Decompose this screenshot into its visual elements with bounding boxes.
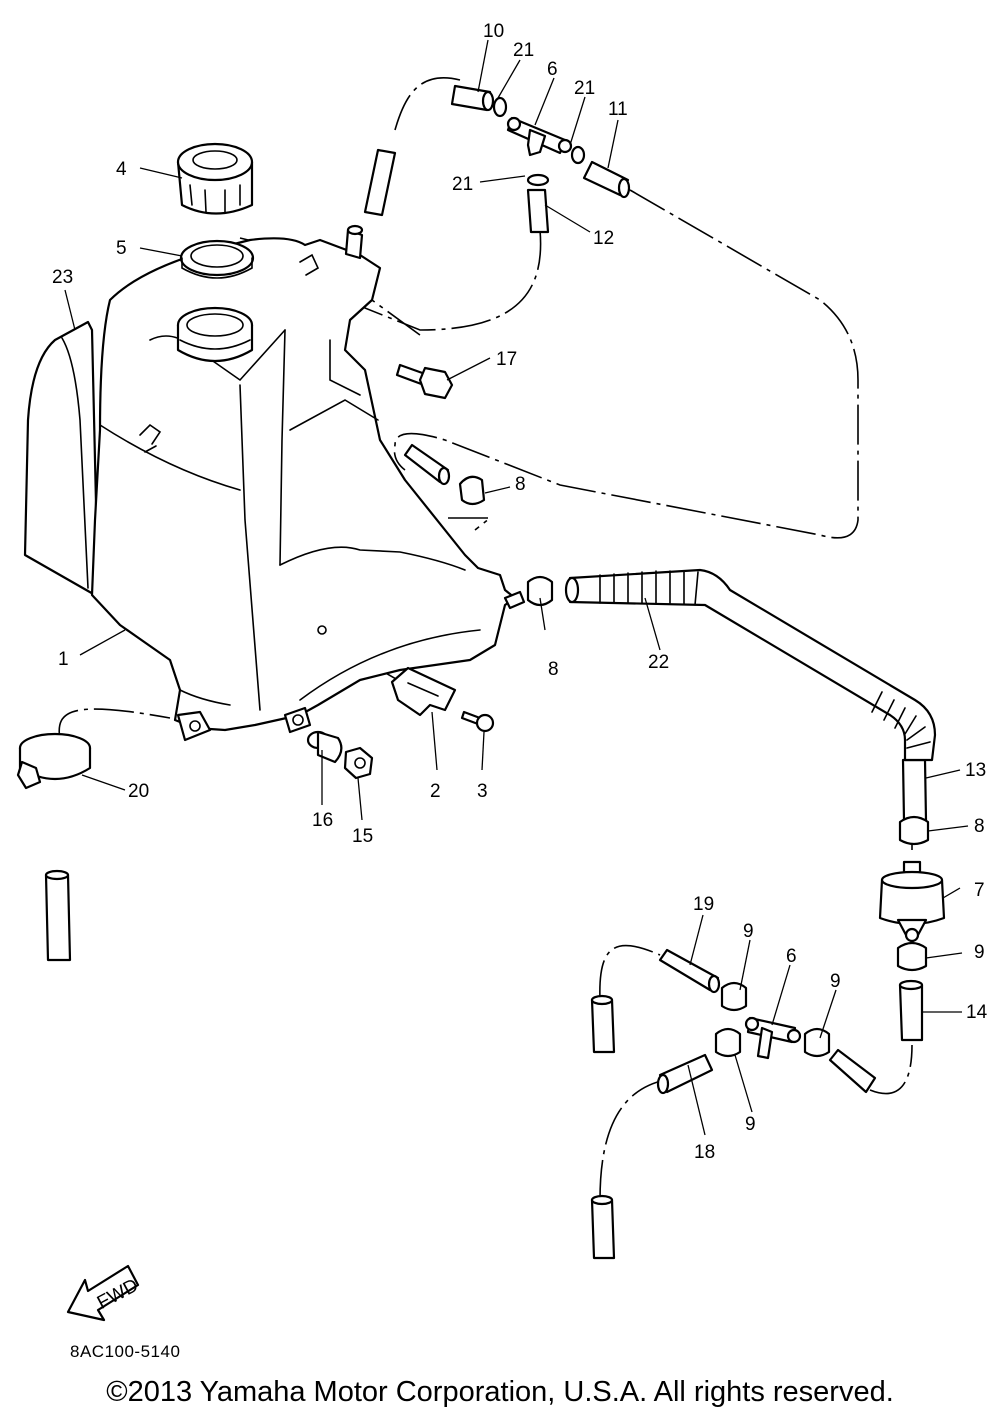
callout-1: 1 [58, 649, 69, 670]
callout-22: 22 [648, 652, 669, 673]
clip-9-b [720, 981, 748, 1012]
callout-6-a: 6 [547, 59, 558, 80]
bolt-17 [395, 363, 454, 400]
callout-9-a: 9 [974, 942, 985, 963]
hose-protector-22 [564, 568, 937, 762]
drawing-code: 8AC100-5140 [70, 1342, 181, 1361]
callout-8-b: 8 [548, 659, 559, 680]
callout-21-a: 21 [513, 40, 534, 61]
callout-21-b: 21 [574, 78, 595, 99]
callout-17: 17 [496, 349, 517, 370]
callout-8-a: 8 [515, 474, 526, 495]
tee-fitting-lower [744, 1016, 802, 1060]
cap-gasket [179, 239, 255, 279]
clip-8-a [458, 475, 486, 506]
clip-9-a [896, 941, 928, 972]
nut-15 [343, 746, 374, 780]
fuel-tank-cap [176, 142, 254, 215]
callout-18: 18 [694, 1142, 715, 1163]
callout-5: 5 [116, 238, 127, 259]
callout-11: 11 [608, 99, 628, 120]
callout-21-c: 21 [452, 174, 473, 195]
fuel-tank [90, 224, 526, 742]
callout-9-b: 9 [743, 921, 754, 942]
callout-9-d: 9 [745, 1114, 756, 1135]
bracket-2 [390, 666, 457, 717]
callout-16: 16 [312, 810, 333, 831]
clip-9-c [803, 1027, 831, 1058]
tee-fitting-upper [506, 116, 573, 157]
callout-23: 23 [52, 267, 73, 288]
clip-9-d [714, 1027, 742, 1058]
callout-labels: 10 21 6 21 11 21 12 4 5 23 17 8 8 22 1 2… [52, 21, 988, 1163]
fwd-arrow-icon: FWD [66, 1264, 142, 1322]
callout-20: 20 [128, 781, 149, 802]
clip-8-c [898, 815, 930, 846]
screw-3 [460, 710, 495, 733]
copyright-notice: ©2013 Yamaha Motor Corporation, U.S.A. A… [106, 1376, 894, 1408]
callout-19: 19 [693, 894, 714, 915]
callout-10: 10 [483, 21, 504, 42]
damper-16 [306, 730, 343, 764]
callout-4: 4 [116, 159, 127, 180]
callout-14: 14 [966, 1002, 988, 1023]
callout-12: 12 [593, 228, 614, 249]
callout-2: 2 [430, 781, 441, 802]
callout-15: 15 [352, 826, 373, 847]
callout-13: 13 [965, 760, 986, 781]
fuel-filter-7 [878, 860, 946, 943]
clip-21-a [492, 96, 508, 118]
hose-clips [458, 96, 930, 1058]
callout-3: 3 [477, 781, 488, 802]
callout-9-c: 9 [830, 971, 841, 992]
band-clamp-20 [16, 732, 92, 790]
callout-8-c: 8 [974, 816, 985, 837]
callout-6-b: 6 [786, 946, 797, 967]
clip-8-b [526, 575, 554, 607]
leader-lines [64, 39, 969, 1136]
clip-21-c [526, 173, 550, 187]
side-cover-panel [23, 320, 100, 597]
clip-21-b [570, 145, 586, 165]
callout-7: 7 [974, 880, 985, 901]
